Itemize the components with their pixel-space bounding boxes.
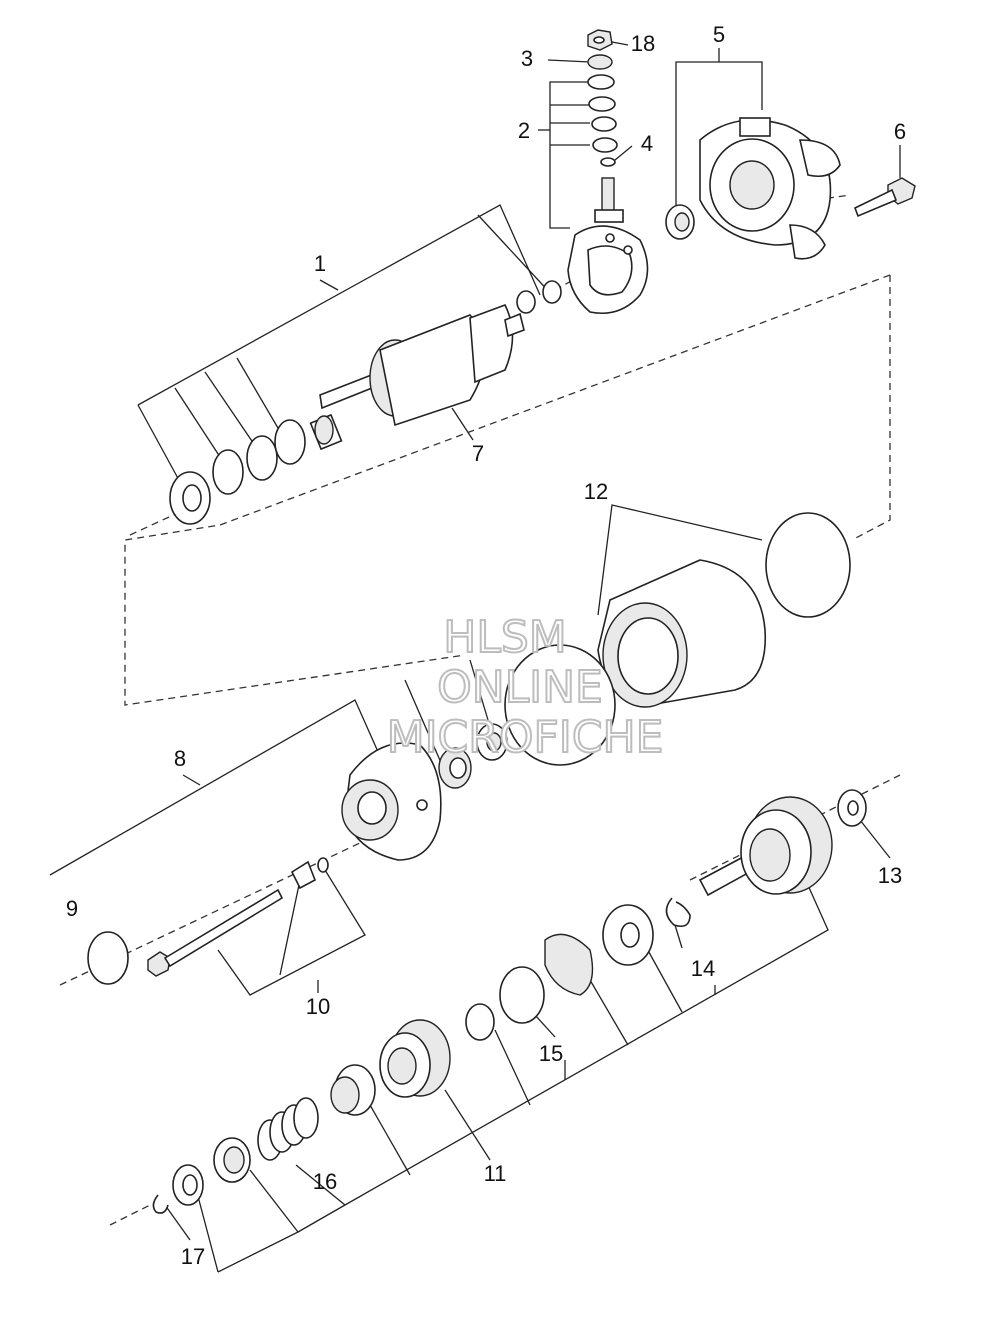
part-cap <box>87 931 129 985</box>
callout-1: 1 <box>314 251 326 276</box>
part-terminal-bolt <box>594 177 624 223</box>
part-front-housing <box>341 742 442 861</box>
callout-8: 8 <box>174 746 186 771</box>
watermark-line-2: ONLINE <box>437 662 603 713</box>
part-armature <box>309 303 525 451</box>
part-washer-a <box>587 74 615 90</box>
part-washer-b <box>588 96 616 112</box>
watermark-line-3: MICROFICHE <box>387 712 664 763</box>
part-pinion-gear <box>379 1019 451 1098</box>
part-through-bolt <box>147 888 284 977</box>
part-shim-c <box>274 419 306 465</box>
part-washer-large <box>602 904 654 966</box>
part-bolt-long <box>853 177 916 218</box>
part-circlip <box>152 1194 169 1214</box>
callout-9: 9 <box>66 896 78 921</box>
part-end-cover <box>699 117 841 260</box>
part-spring-ring <box>499 966 545 1024</box>
part-clutch-rollers <box>544 933 594 996</box>
part-nut <box>587 54 613 70</box>
callout-18: 18 <box>631 31 655 56</box>
callout-11: 11 <box>484 1161 507 1186</box>
part-spring-seat <box>213 1137 251 1183</box>
part-washer-d <box>592 137 618 153</box>
part-flange-nut <box>587 29 613 51</box>
part-washer-small <box>465 1003 495 1041</box>
part-sleeve <box>330 1064 376 1116</box>
part-brush-plate <box>567 225 649 314</box>
callout-4: 4 <box>641 131 653 156</box>
callout-2: 2 <box>518 118 530 143</box>
parts <box>87 29 916 1214</box>
callout-3: 3 <box>521 46 533 71</box>
part-shim-a <box>212 449 244 495</box>
callout-15: 15 <box>539 1041 563 1066</box>
callout-14: 14 <box>691 956 715 981</box>
callout-16: 16 <box>313 1169 337 1194</box>
part-needle-bearing <box>438 747 472 789</box>
callout-13: 13 <box>878 863 902 888</box>
part-washer-c <box>591 116 617 132</box>
part-stopper <box>172 1164 204 1206</box>
callout-5: 5 <box>713 22 725 47</box>
watermark-line-1: HLSM <box>443 612 567 663</box>
part-oil-seal <box>476 723 508 761</box>
watermark: HLSM ONLINE MICROFICHE <box>386 611 665 764</box>
part-o-ring-small <box>600 157 616 167</box>
part-snap-ring <box>665 897 691 928</box>
callout-6: 6 <box>894 119 906 144</box>
part-bushing <box>665 204 695 240</box>
callout-10: 10 <box>306 994 330 1019</box>
part-shim-b <box>246 435 278 481</box>
part-gear-shaft <box>698 796 833 897</box>
part-shim-d <box>516 290 536 314</box>
part-o-ring-tiny <box>317 857 329 873</box>
part-yoke-housing <box>597 559 767 708</box>
part-shim-e <box>542 280 562 304</box>
part-lock-washer <box>169 471 211 525</box>
part-o-ring-large-a <box>765 512 851 618</box>
part-o-ring-large-b <box>504 644 616 766</box>
callout-12: 12 <box>584 479 608 504</box>
callout-labels: 1 2 3 4 5 6 7 8 9 10 11 12 13 14 15 16 1… <box>66 22 906 1269</box>
part-lock-plate <box>290 860 317 890</box>
callout-7: 7 <box>472 441 484 466</box>
callout-17: 17 <box>181 1244 205 1269</box>
part-coil-spring <box>257 1097 319 1161</box>
part-thrust-washer <box>837 789 867 827</box>
